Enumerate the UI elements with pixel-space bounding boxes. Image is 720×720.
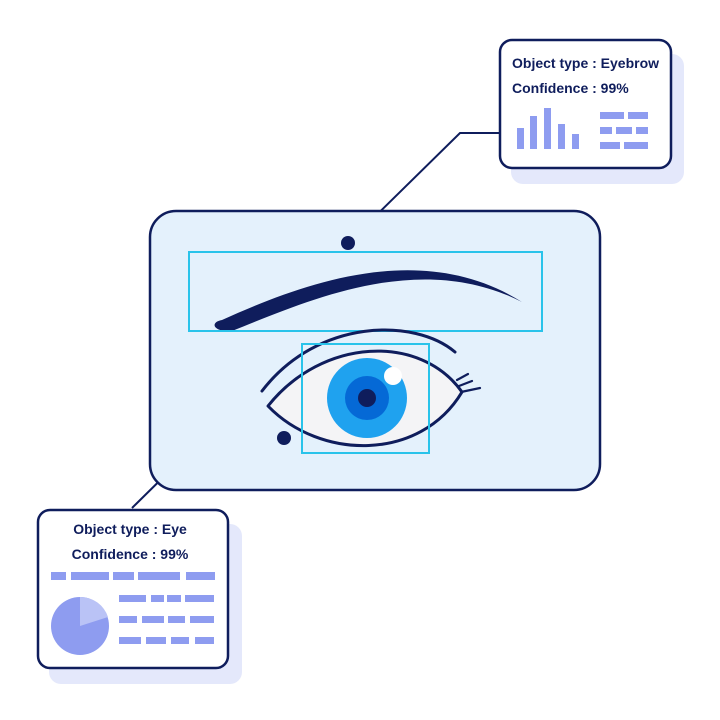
eyebrow-anchor-dot (341, 236, 355, 250)
eye-anchor-dot (277, 431, 291, 445)
eyebrow-text-placeholder-icon (600, 112, 648, 149)
eyebrow-shape (214, 270, 522, 332)
eye-object-type: Object type : Eye (73, 521, 187, 537)
eye-header-placeholder-icon (51, 572, 215, 580)
eyebrow-object-type: Object type : Eyebrow (512, 55, 659, 71)
eyebrow-info-card (498, 38, 673, 170)
eye-illustration (260, 328, 482, 448)
eye-highlight (384, 367, 402, 385)
eyelid-crease (260, 328, 457, 393)
eye-text-placeholder-icon (119, 595, 214, 644)
eye-confidence: Confidence : 99% (72, 546, 189, 562)
eyebrow-connector-line (347, 132, 500, 244)
eyebrow-mini-bar-chart-icon (517, 108, 579, 149)
eyebrow-confidence: Confidence : 99% (512, 80, 629, 96)
eye-mini-pie-chart-icon (51, 596, 109, 655)
pupil (358, 389, 376, 407)
eye-bounding-box (301, 343, 430, 454)
eyelashes (455, 372, 482, 394)
